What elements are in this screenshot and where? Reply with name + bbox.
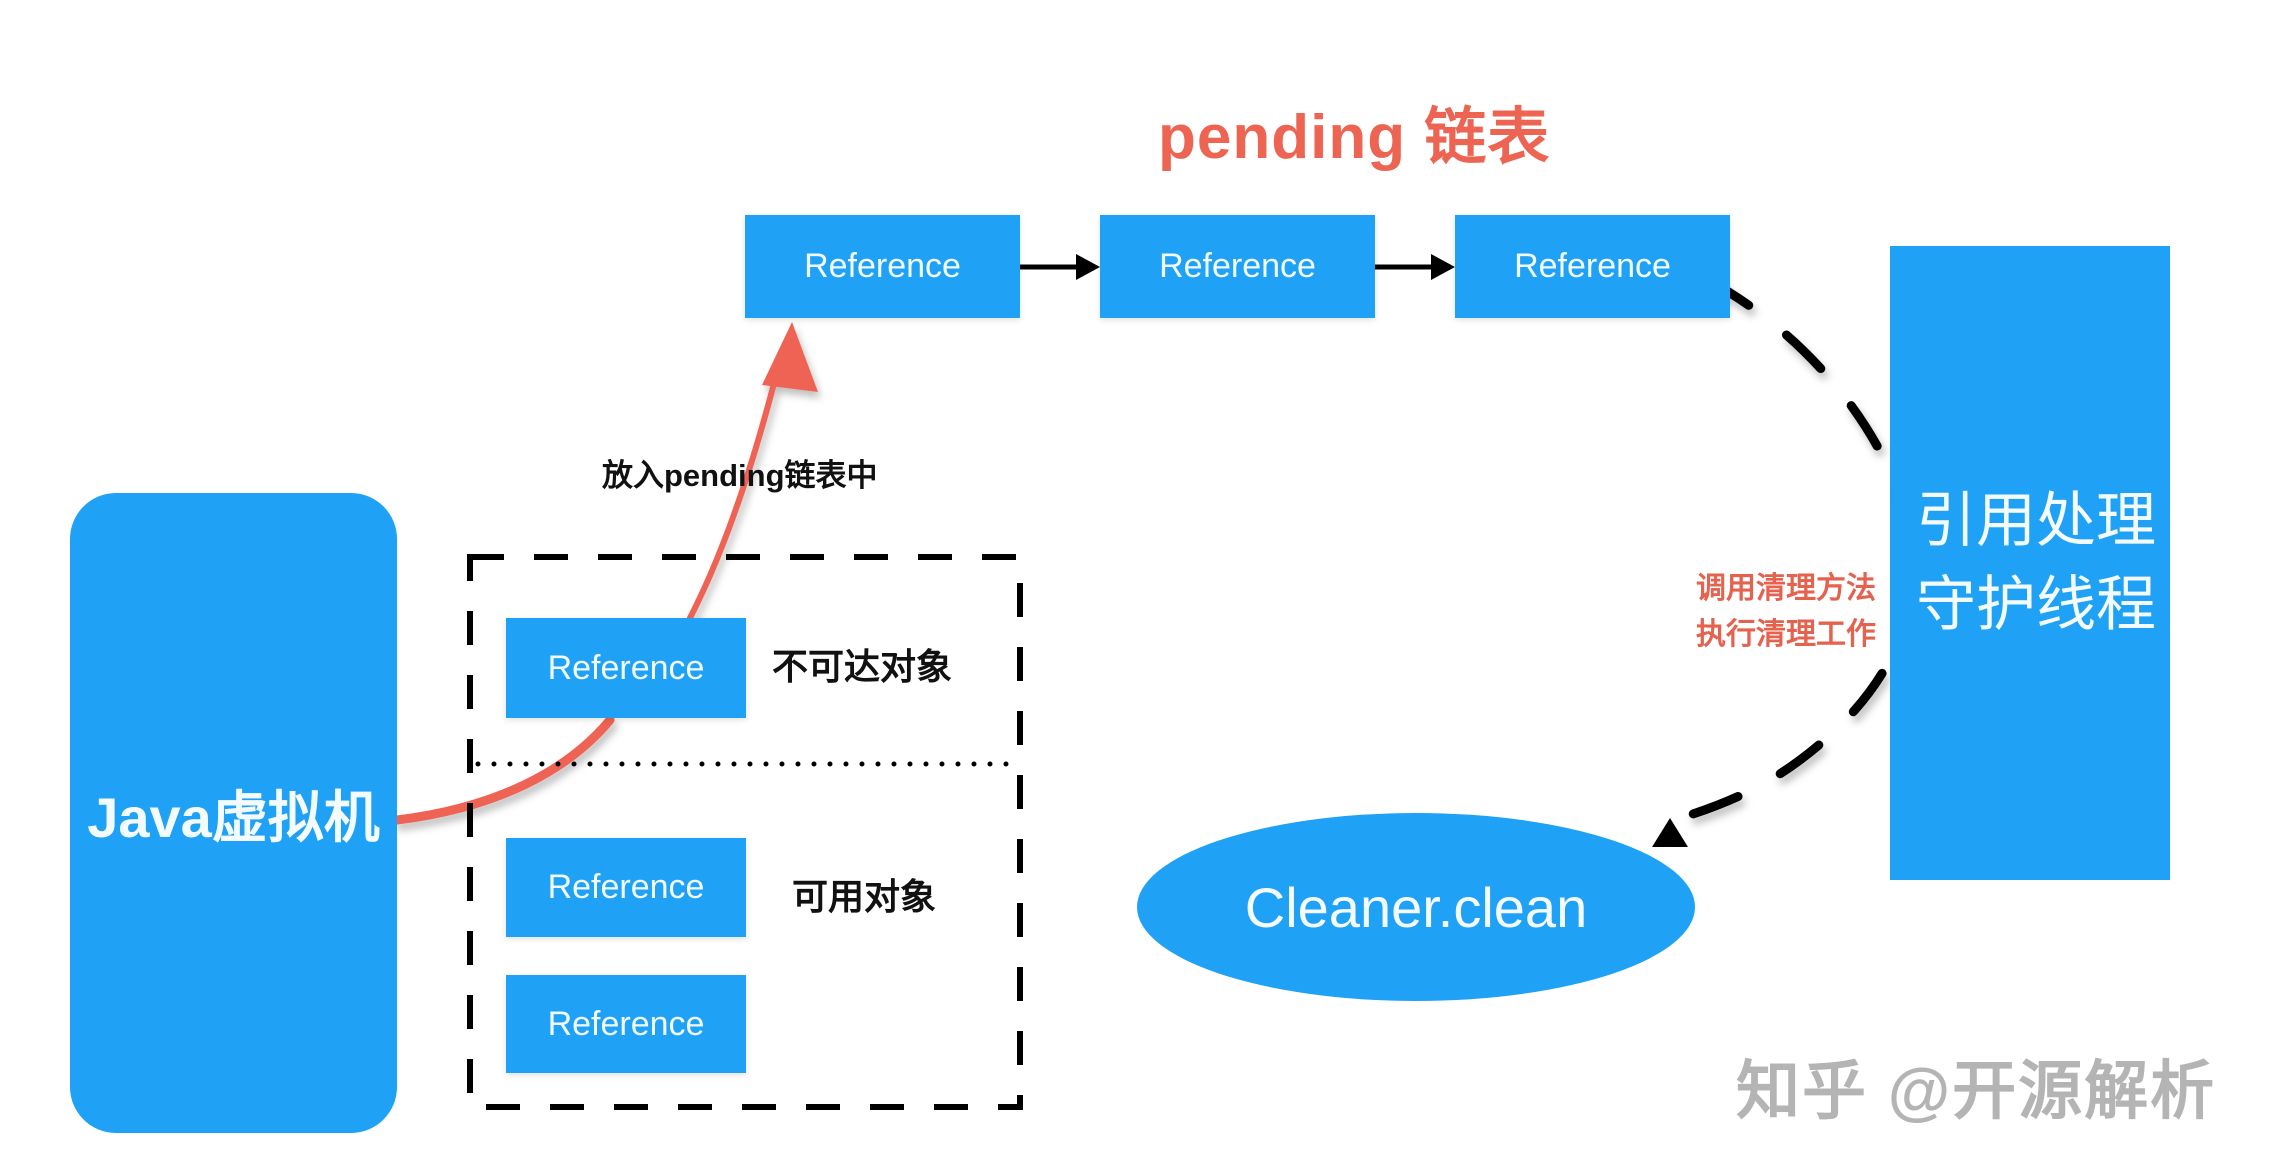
daemon-dashed-arc [1685, 275, 1918, 820]
daemon-label-line-1: 引用处理 [1916, 487, 2156, 554]
available-reference-1[interactable]: Reference [506, 838, 746, 937]
cleaner-clean-ellipse-shape [1137, 813, 1695, 1001]
watermark: 知乎 @开源解析 [1736, 1055, 2217, 1127]
reference-label: Reference [1514, 247, 1671, 285]
reference-label: Reference [804, 247, 961, 285]
cleanup-label-line-1: 调用清理方法 [1696, 572, 1876, 605]
cleanup-label: 调用清理方法 执行清理工作 [1696, 566, 1876, 658]
unreachable-reference[interactable]: Reference [506, 618, 746, 718]
enqueue-red-arrow [392, 322, 818, 825]
jvm-label: Java虚拟机 [87, 785, 380, 849]
jvm-box[interactable]: Java虚拟机 [70, 493, 397, 1133]
unreachable-objects-label: 不可达对象 [772, 646, 953, 687]
cleanup-label-line-2: 执行清理工作 [1696, 618, 1876, 651]
pending-reference-2[interactable]: Reference [1100, 215, 1375, 318]
reference-label: Reference [547, 868, 705, 906]
available-reference-2[interactable]: Reference [506, 975, 746, 1073]
pending-list-title: pending 链表 [1158, 103, 1551, 172]
cleaner-clean-node[interactable]: Cleaner.clean [1137, 813, 1695, 1001]
pending-reference-1[interactable]: Reference [745, 215, 1020, 318]
cleaner-arrowhead [1652, 818, 1688, 847]
pending-link-arrow-2 [1375, 254, 1455, 280]
available-objects-label: 可用对象 [792, 876, 937, 917]
enqueue-label: 放入pending链表中 [602, 458, 878, 493]
heap-objects-container [467, 554, 1023, 1110]
reference-label: Reference [547, 648, 705, 687]
daemon-label-line-2: 守护线程 [1916, 571, 2156, 638]
pending-reference-3[interactable]: Reference [1455, 215, 1730, 318]
pending-link-arrow-1 [1020, 254, 1100, 280]
cleaner-clean-label: Cleaner.clean [1244, 875, 1588, 939]
reference-label: Reference [1159, 247, 1316, 285]
reference-handler-daemon-box[interactable]: 引用处理 守护线程 [1890, 246, 2170, 880]
reference-label: Reference [547, 1004, 705, 1043]
